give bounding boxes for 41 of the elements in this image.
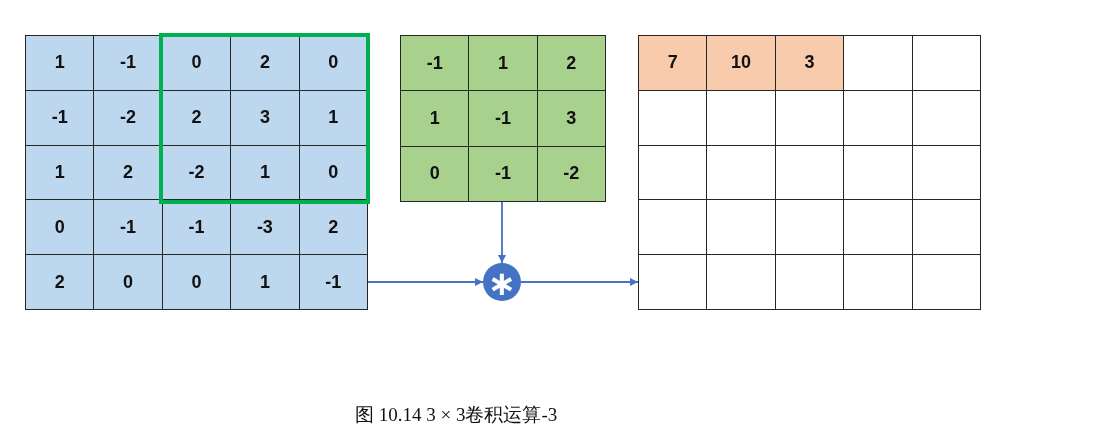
matrix-cell: 0 xyxy=(162,36,231,90)
matrix-cell: 0 xyxy=(401,146,469,201)
matrix-cell: 1 xyxy=(401,91,469,146)
matrix-cell: 7 xyxy=(639,36,707,90)
matrix-cell: 3 xyxy=(775,36,844,90)
matrix-cell: 2 xyxy=(162,90,231,145)
matrix-cell: 2 xyxy=(231,36,299,90)
matrix-cell: -1 xyxy=(299,255,367,309)
matrix-cell: -2 xyxy=(162,145,231,200)
arrow xyxy=(497,201,507,264)
matrix-cell: 0 xyxy=(299,36,367,90)
matrix-cell: 1 xyxy=(299,90,367,145)
matrix-cell: 2 xyxy=(94,145,162,200)
matrix-cell: 0 xyxy=(94,255,162,309)
matrix-cell: -2 xyxy=(94,90,162,145)
matrix-cell: 0 xyxy=(26,200,94,255)
matrix-cell: 0 xyxy=(162,255,231,309)
matrix-cell: 2 xyxy=(26,255,94,309)
matrix-cell: 1 xyxy=(231,255,299,309)
matrix-cell: 0 xyxy=(299,145,367,200)
matrix-cell: 1 xyxy=(231,145,299,200)
matrix-cell: 1 xyxy=(26,36,94,90)
matrix-cell: -1 xyxy=(401,36,469,91)
input-matrix xyxy=(25,35,368,310)
matrix-cell: 1 xyxy=(469,36,537,91)
matrix-cell: 3 xyxy=(537,91,605,146)
matrix-cell: 1 xyxy=(26,145,94,200)
matrix-cell: 2 xyxy=(537,36,605,91)
matrix-cell: -1 xyxy=(469,91,537,146)
figure-caption: 图 10.14 3 × 3卷积运算-3 xyxy=(355,403,558,427)
arrow xyxy=(367,277,484,287)
matrix-cell: 3 xyxy=(231,90,299,145)
matrix-cell: -1 xyxy=(94,200,162,255)
matrix-cell: 10 xyxy=(707,36,775,90)
matrix-cell: -1 xyxy=(26,90,94,145)
matrix-cell: -1 xyxy=(469,146,537,201)
arrow xyxy=(520,277,639,287)
kernel-matrix xyxy=(400,35,606,202)
matrix-cell: -2 xyxy=(537,146,605,201)
matrix-cell: -1 xyxy=(94,36,162,90)
output-matrix xyxy=(638,35,981,310)
